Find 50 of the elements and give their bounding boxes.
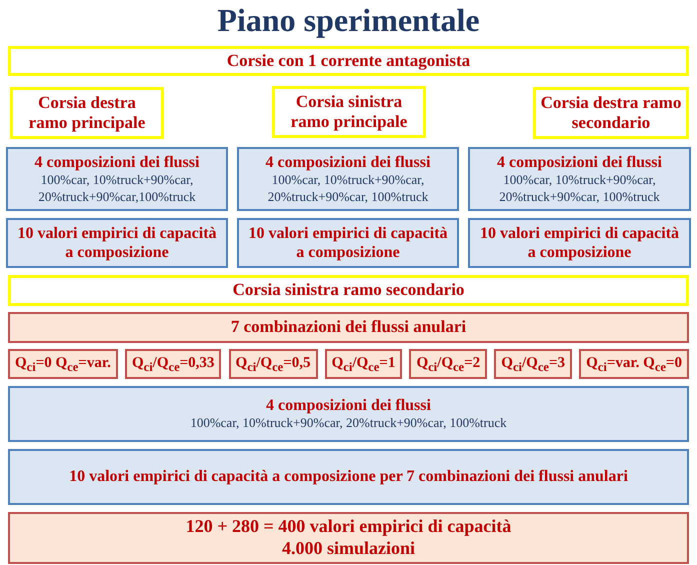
box-heading: 10 valori empirici di capacità a composizione bbox=[478, 224, 680, 262]
summary-box bbox=[8, 312, 689, 343]
lane-box bbox=[8, 46, 689, 76]
box-heading: 10 valori empirici di capacità a composizione per 7 combinazioni dei flussi anulari bbox=[69, 467, 628, 487]
ratio-box bbox=[124, 349, 222, 379]
ratio-box bbox=[228, 349, 318, 379]
box-heading: Corsia destra ramo secondario bbox=[540, 92, 682, 134]
flow-mix-text: 100%car, 10%truck+90%car, 20%truck+90%car, 100%truck bbox=[190, 415, 507, 432]
ratio-box bbox=[8, 349, 118, 379]
info-box bbox=[468, 218, 691, 268]
box-heading: Corsie con 1 corrente antagonista bbox=[226, 50, 470, 72]
info-box bbox=[8, 386, 689, 442]
box-heading: 4 composizioni dei flussi bbox=[266, 396, 431, 416]
box-heading: Q$_{ci}$/Q$_{ce}$=2 bbox=[416, 354, 480, 374]
box-heading: 7 combinazioni dei flussi anulari bbox=[230, 317, 466, 338]
ratio-box bbox=[579, 349, 689, 379]
box-heading: Q$_{ci}$=0 Q$_{ce}$=var. bbox=[15, 354, 111, 374]
box-heading: Corsia destra ramo principale bbox=[28, 92, 146, 134]
flow-mix-text: 100%car, 10%truck+90%car, 20%truck+90%car, 100%truck bbox=[266, 172, 430, 205]
box-heading: Q$_{ci}$=var. Q$_{ce}$=0 bbox=[586, 354, 682, 374]
info-box bbox=[468, 147, 691, 211]
box-heading: Corsia sinistra ramo principale bbox=[290, 92, 408, 132]
title: Piano sperimentale bbox=[216, 2, 481, 39]
box-heading: 4.000 simulazioni bbox=[282, 538, 415, 560]
box-heading: Q$_{ci}$/Q$_{ce}$=3 bbox=[501, 354, 565, 374]
box-heading: Q$_{ci}$/Q$_{ce}$=0,5 bbox=[236, 354, 311, 374]
lane-box bbox=[8, 275, 689, 306]
box-heading: Q$_{ci}$/Q$_{ce}$=1 bbox=[332, 354, 396, 374]
lane-box bbox=[272, 86, 426, 138]
box-heading: Q$_{ci}$/Q$_{ce}$=0,33 bbox=[132, 354, 214, 374]
box-heading: 4 composizioni dei flussi bbox=[34, 153, 200, 172]
info-box bbox=[6, 147, 228, 211]
flow-mix-text: 100%car, 10%truck+90%car, 20%truck+90%car, 100%truck bbox=[498, 172, 661, 205]
box-heading: 4 composizioni dei flussi bbox=[497, 153, 662, 172]
box-heading: 4 composizioni dei flussi bbox=[266, 153, 430, 172]
ratio-box bbox=[494, 349, 572, 379]
info-box bbox=[6, 218, 228, 268]
lane-box bbox=[10, 87, 164, 139]
box-heading: 10 valori empirici di capacità a composizione bbox=[16, 224, 218, 262]
lane-box bbox=[533, 87, 689, 139]
ratio-box bbox=[409, 349, 488, 379]
box-heading: 10 valori empirici di capacità a composizione bbox=[247, 224, 449, 262]
info-box bbox=[237, 218, 459, 268]
info-box bbox=[8, 449, 689, 505]
ratio-box bbox=[324, 349, 402, 379]
summary-box bbox=[8, 512, 689, 564]
box-heading: Corsia sinistra ramo secondario bbox=[232, 280, 464, 301]
box-heading: 120 + 280 = 400 valori empirici di capacità bbox=[186, 516, 512, 538]
flow-mix-text: 100%car, 10%truck+90%car, 20%truck+90%car,100%truck bbox=[37, 172, 197, 205]
info-box bbox=[237, 147, 459, 211]
